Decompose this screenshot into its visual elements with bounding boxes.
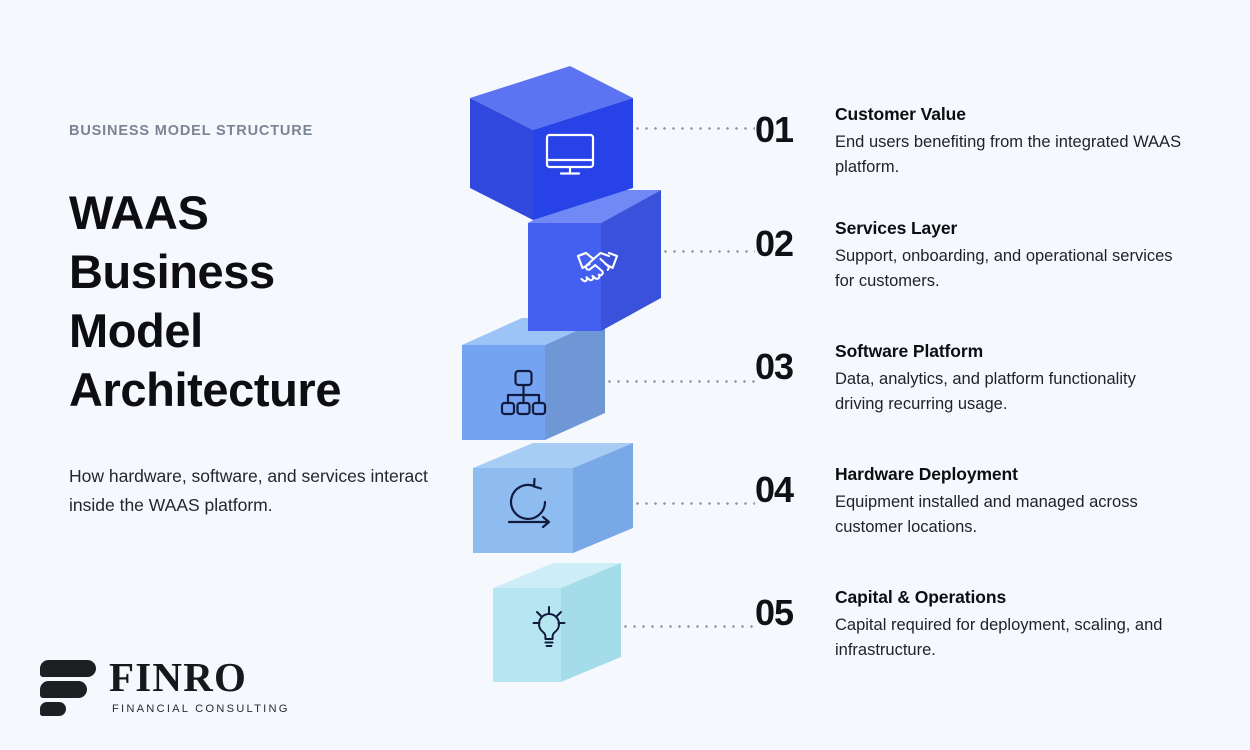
lightbulb-icon (532, 606, 566, 647)
left-text-column: BUSINESS MODEL STRUCTURE WAAS Business M… (69, 123, 449, 519)
list-item[interactable]: 03 Software Platform Data, analytics, an… (755, 340, 1185, 417)
item-description: Data, analytics, and platform functional… (835, 369, 1136, 413)
logo-wordmark: FINRO (109, 654, 248, 700)
finro-f-mark-icon (40, 657, 96, 716)
model-layer-list: 01 Customer Value End users benefiting f… (755, 0, 1235, 750)
item-title: Services Layer (835, 218, 958, 238)
item-title: Customer Value (835, 104, 966, 124)
item-title: Software Platform (835, 341, 984, 361)
cube-5 (493, 563, 621, 682)
item-number: 02 (755, 223, 794, 264)
cube-1 (470, 66, 633, 220)
connector-line-5 (621, 625, 755, 628)
connector-line-2 (661, 250, 755, 253)
item-description: Capital required for deployment, scaling… (835, 615, 1163, 659)
item-description: End users benefiting from the integrated… (835, 132, 1182, 176)
item-description: Support, onboarding, and operational ser… (835, 246, 1173, 290)
connector-line-1 (633, 127, 755, 130)
handshake-icon (576, 251, 619, 283)
monitor-icon (545, 133, 595, 175)
cycle-arrows-icon (507, 477, 551, 529)
item-number: 01 (755, 109, 794, 150)
item-number: 05 (755, 592, 794, 633)
logo-tagline: FINANCIAL CONSULTING (112, 703, 290, 715)
list-item[interactable]: 02 Services Layer Support, onboarding, a… (755, 217, 1185, 294)
finro-logo: FINRO FINANCIAL CONSULTING (40, 654, 290, 716)
item-title: Capital & Operations (835, 587, 1007, 607)
item-description: Equipment installed and managed across c… (835, 492, 1138, 536)
item-number: 04 (755, 469, 794, 510)
list-item[interactable]: 01 Customer Value End users benefiting f… (755, 103, 1185, 180)
connector-line-3 (605, 380, 755, 383)
eyebrow-label: BUSINESS MODEL STRUCTURE (69, 123, 314, 139)
item-number: 03 (755, 346, 794, 387)
cube-4 (473, 443, 633, 553)
sitemap-icon (500, 369, 547, 416)
cube-3 (462, 318, 605, 440)
item-title: Hardware Deployment (835, 464, 1018, 484)
logo-text: FINRO FINANCIAL CONSULTING (109, 654, 290, 716)
list-item[interactable]: 05 Capital & Operations Capital required… (755, 586, 1185, 663)
page-title: WAAS Business Model Architecture (69, 186, 342, 416)
cube-2 (528, 190, 661, 331)
list-item[interactable]: 04 Hardware Deployment Equipment install… (755, 463, 1185, 540)
page-subtitle: How hardware, software, and services int… (69, 466, 428, 515)
connector-line-4 (633, 502, 755, 505)
